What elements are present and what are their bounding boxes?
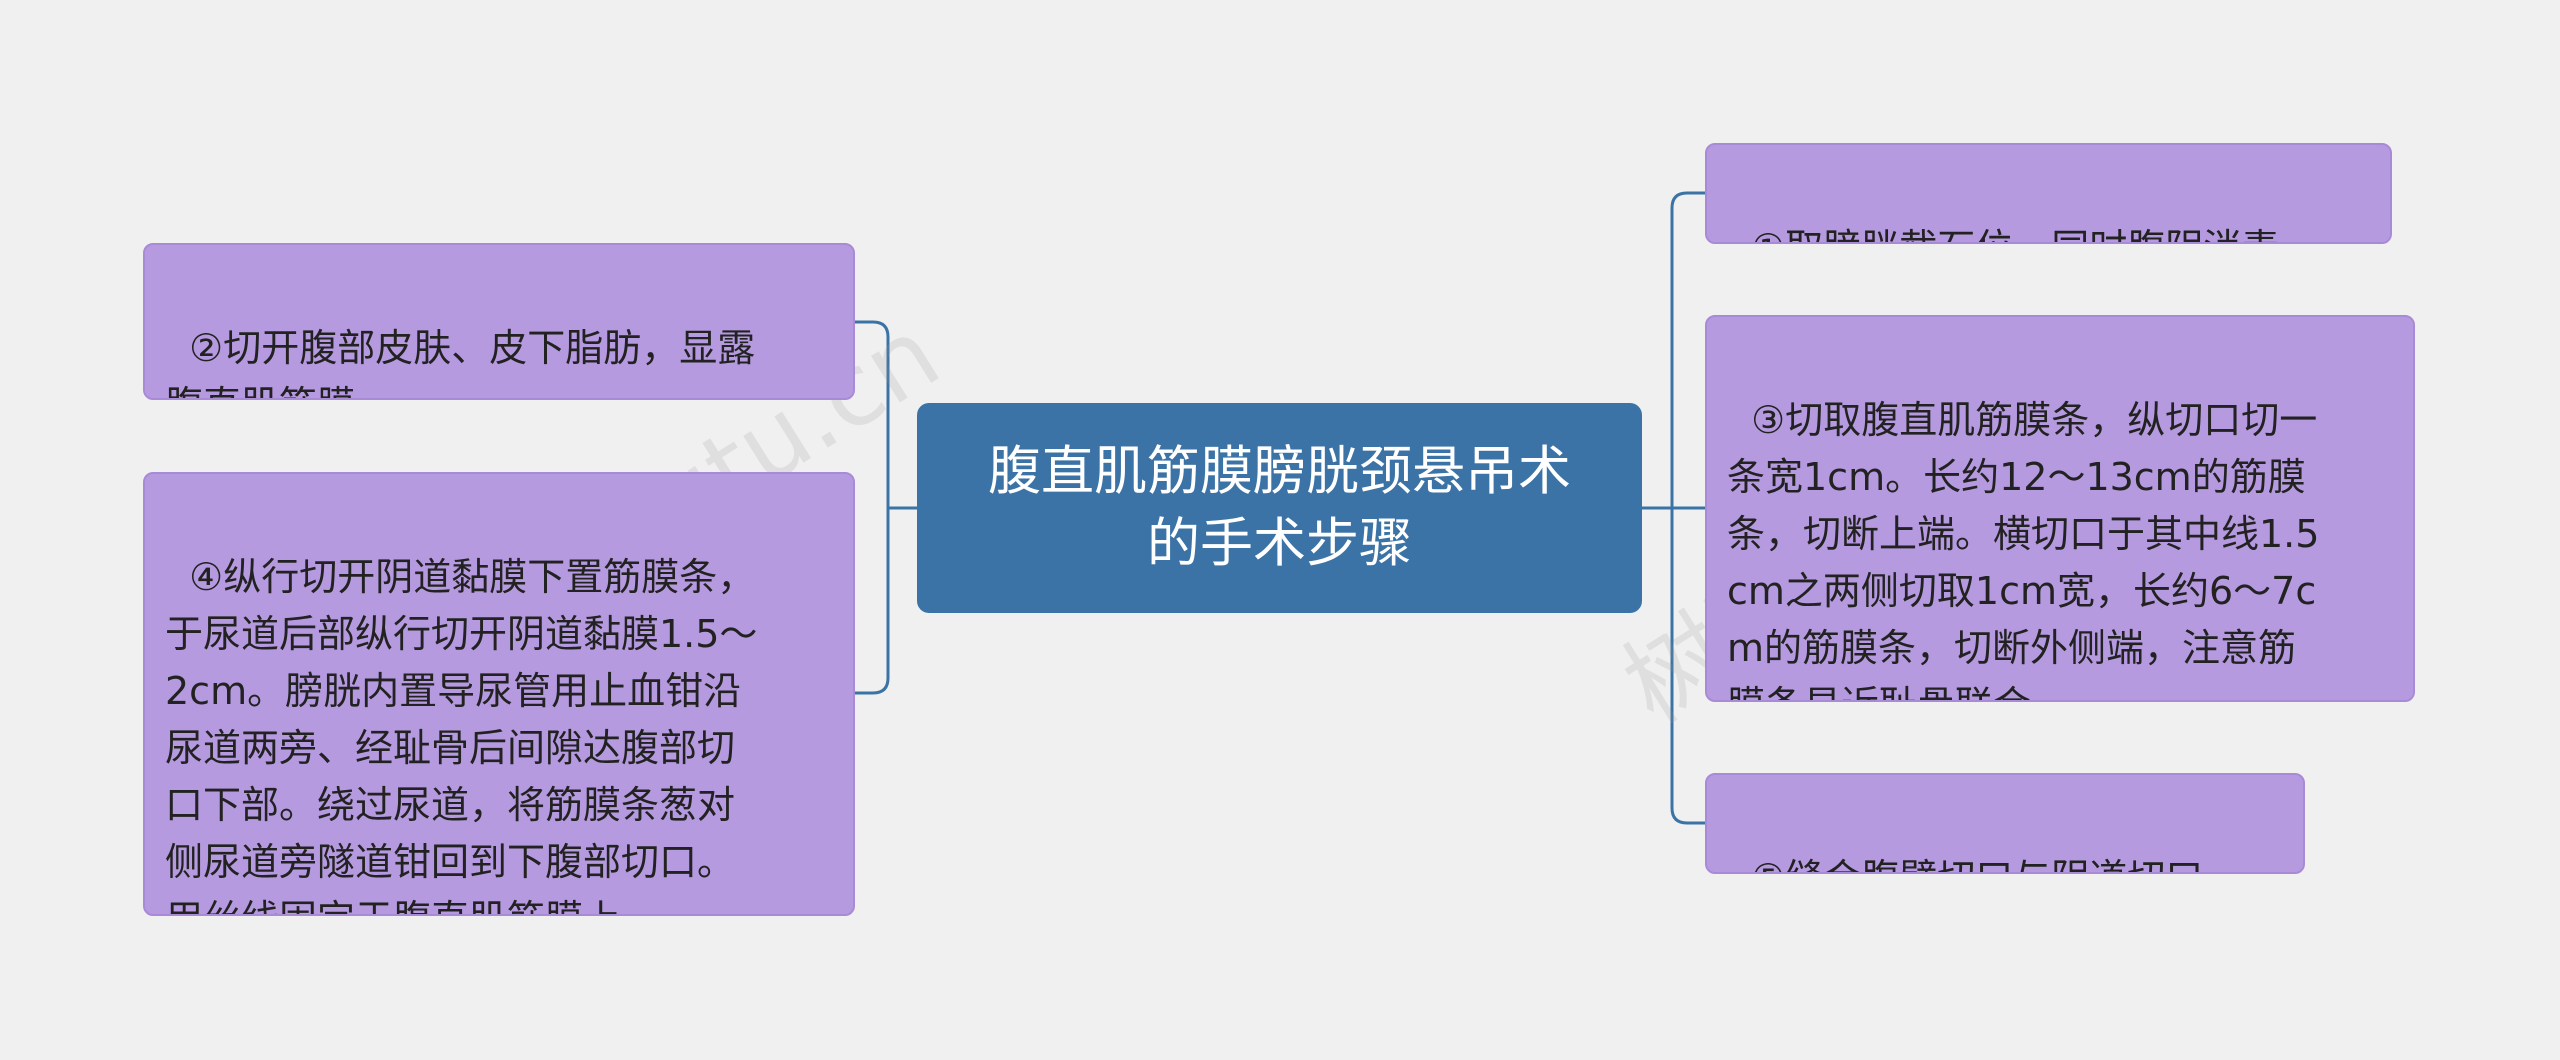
step-node-1-label: ①取膀胱截石位，同时腹阴消毒。 [1751, 226, 2317, 242]
step-node-5-label: ⑤缝合腹壁切口与阴道切口。 [1751, 856, 2241, 872]
step-node-3[interactable]: ③切取腹直肌筋膜条，纵切口切一 条宽1cm。长约12～13cm的筋膜 条，切断上… [1705, 315, 2415, 702]
step-node-2-label: ②切开腹部皮肤、皮下脂肪，显露 腹直肌筋膜。 [165, 326, 756, 398]
step-node-5[interactable]: ⑤缝合腹壁切口与阴道切口。 [1705, 773, 2305, 874]
root-topic[interactable]: 腹直肌筋膜膀胱颈悬吊术 的手术步骤 [917, 403, 1642, 613]
step-node-4-label: ④纵行切开阴道黏膜下置筋膜条， 于尿道后部纵行切开阴道黏膜1.5～ 2cm。膀胱… [165, 555, 758, 914]
step-node-1[interactable]: ①取膀胱截石位，同时腹阴消毒。 [1705, 143, 2392, 244]
step-node-2[interactable]: ②切开腹部皮肤、皮下脂肪，显露 腹直肌筋膜。 [143, 243, 855, 400]
connector-left-trunk [853, 320, 890, 695]
step-node-4[interactable]: ④纵行切开阴道黏膜下置筋膜条， 于尿道后部纵行切开阴道黏膜1.5～ 2cm。膀胱… [143, 472, 855, 916]
step-node-3-label: ③切取腹直肌筋膜条，纵切口切一 条宽1cm。长约12～13cm的筋膜 条，切断上… [1727, 398, 2320, 700]
root-topic-label: 腹直肌筋膜膀胱颈悬吊术 的手术步骤 [988, 441, 1571, 574]
